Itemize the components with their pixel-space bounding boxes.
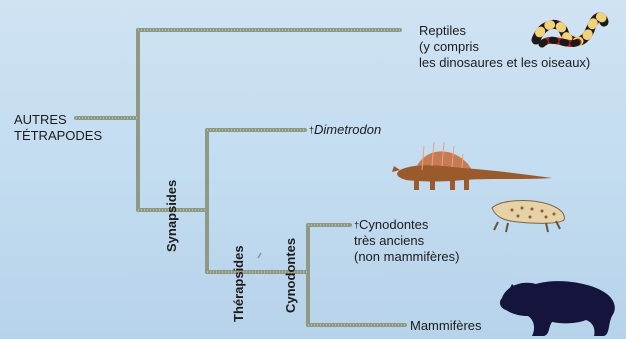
reptiles-line3: les dinosaures et les oiseaux) [419,55,590,71]
clade-label-cynodontes: Cynodontes [283,238,298,313]
cynodontes-anciens-line1: Cynodontes [359,217,428,232]
cynodontes-anciens-label: †Cynodontes très anciens (non mammifères… [354,217,459,265]
dimetrodon-label: †Dimetrodon [309,122,381,138]
small-tick [258,253,261,258]
clade-label-synapsides: Synapsides [164,180,179,252]
cynodontes-anciens-line2: très anciens [354,233,459,249]
mammiferes-text: Mammifères [410,318,482,333]
clade-label-therapsides: Thérapsides [231,245,246,322]
dimetrodon-icon [392,140,556,192]
bear-icon [496,276,622,338]
dimetrodon-name: Dimetrodon [314,122,381,137]
root-label: AUTRES TÉTRAPODES [14,112,102,144]
root-label-line2: TÉTRAPODES [14,128,102,144]
root-label-line1: AUTRES [14,112,102,128]
mammiferes-label: Mammifères [410,318,482,334]
snake-icon [528,4,610,52]
cynodont-icon [488,194,568,234]
cynodontes-anciens-line3: (non mammifères) [354,249,459,265]
